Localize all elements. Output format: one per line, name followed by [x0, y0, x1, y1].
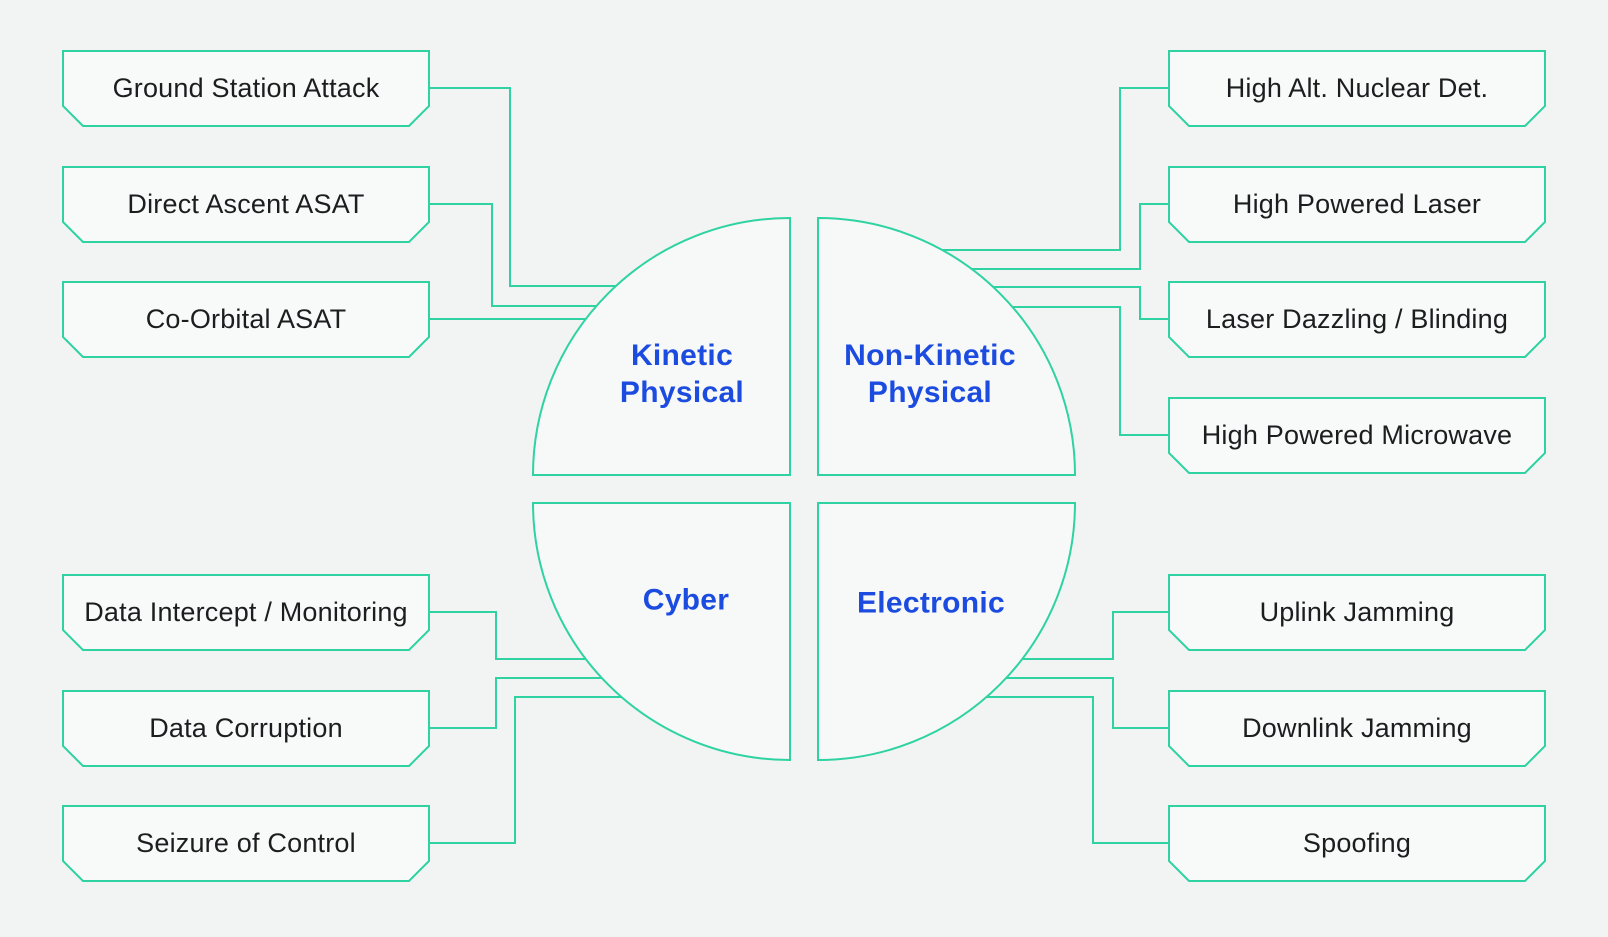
connector-data-intercept-monitoring	[430, 611, 591, 660]
threat-box-label: Ground Station Attack	[112, 73, 380, 103]
threat-box-spoofing: Spoofing	[1168, 805, 1546, 882]
threat-box-ground-station-attack: Ground Station Attack	[62, 50, 430, 127]
chamfered-frame	[1168, 690, 1546, 767]
threat-box-label: Spoofing	[1302, 828, 1412, 858]
threat-box-label: High Powered Laser	[1232, 189, 1482, 219]
quadrant-non-kinetic-physical	[817, 216, 1077, 476]
quadrant-cyber	[531, 502, 791, 762]
threat-box-uplink-jamming: Uplink Jamming	[1168, 574, 1546, 651]
threat-box-co-orbital-asat: Co-Orbital ASAT	[62, 281, 430, 358]
chamfered-frame	[1168, 805, 1546, 882]
threat-box-label: Downlink Jamming	[1242, 713, 1472, 743]
quadrant-label-line: Electronic	[856, 586, 1006, 620]
connector-laser-dazzling-blinding	[988, 286, 1168, 320]
quadrant-label-line: Cyber	[642, 583, 730, 617]
threat-box-label: Seizure of Control	[136, 828, 356, 858]
chamfered-frame	[62, 690, 430, 767]
threat-box-label: Co-Orbital ASAT	[145, 304, 347, 334]
threat-box-label: Data Corruption	[149, 713, 343, 743]
connector-high-alt-nuclear-det	[937, 87, 1168, 251]
quadrant-label-non-kinetic-physical: Non-Kinetic Physical	[844, 337, 1016, 411]
threat-box-label: Uplink Jamming	[1259, 597, 1455, 627]
connector-ground-station-attack	[430, 87, 621, 287]
connector-downlink-jamming	[1001, 677, 1168, 729]
quadrant-label-kinetic-physical: Kinetic Physical	[620, 337, 744, 411]
threat-box-data-corruption: Data Corruption	[62, 690, 430, 767]
threat-box-high-powered-laser: High Powered Laser	[1168, 166, 1546, 243]
threat-box-laser-dazzling-blinding: Laser Dazzling / Blinding	[1168, 281, 1546, 358]
quadrant-label-line: Physical	[867, 376, 993, 409]
chamfered-frame	[62, 166, 430, 243]
threat-box-label: High Alt. Nuclear Det.	[1225, 73, 1489, 103]
quadrant-label-electronic: Electronic	[857, 585, 1005, 622]
threat-box-label: Direct Ascent ASAT	[127, 189, 365, 219]
quadrant-label-line: Physical	[619, 376, 745, 409]
threat-box-data-intercept-monitoring: Data Intercept / Monitoring	[62, 574, 430, 651]
chamfered-frame	[1168, 397, 1546, 474]
chamfered-frame	[62, 50, 430, 127]
quadrant-electronic	[817, 502, 1077, 762]
chamfered-frame	[1168, 281, 1546, 358]
threat-box-direct-ascent-asat: Direct Ascent ASAT	[62, 166, 430, 243]
chamfered-frame	[1168, 50, 1546, 127]
quadrant-kinetic-physical	[531, 216, 791, 476]
connector-direct-ascent-asat	[430, 203, 601, 307]
threat-box-downlink-jamming: Downlink Jamming	[1168, 690, 1546, 767]
chamfered-frame	[62, 574, 430, 651]
connector-spoofing	[982, 696, 1168, 844]
connector-high-powered-laser	[967, 203, 1168, 270]
threat-box-label: High Powered Microwave	[1201, 420, 1513, 450]
threat-box-seizure-of-control: Seizure of Control	[62, 805, 430, 882]
threat-box-label: Laser Dazzling / Blinding	[1205, 304, 1509, 334]
connector-data-corruption	[430, 677, 607, 729]
quadrant-label-line: Kinetic	[630, 339, 734, 372]
threat-box-label: Data Intercept / Monitoring	[84, 597, 408, 627]
threat-box-high-powered-microwave: High Powered Microwave	[1168, 397, 1546, 474]
connector-uplink-jamming	[1017, 611, 1168, 660]
quadrant-label-cyber: Cyber	[643, 582, 730, 619]
connector-high-powered-microwave	[1008, 306, 1168, 436]
threat-box-high-alt-nuclear-det: High Alt. Nuclear Det.	[1168, 50, 1546, 127]
chamfered-frame	[62, 281, 430, 358]
connector-seizure-of-control	[430, 696, 626, 844]
chamfered-frame	[1168, 166, 1546, 243]
chamfered-frame	[62, 805, 430, 882]
chamfered-frame	[1168, 574, 1546, 651]
quadrant-label-line: Non-Kinetic	[844, 339, 1016, 372]
